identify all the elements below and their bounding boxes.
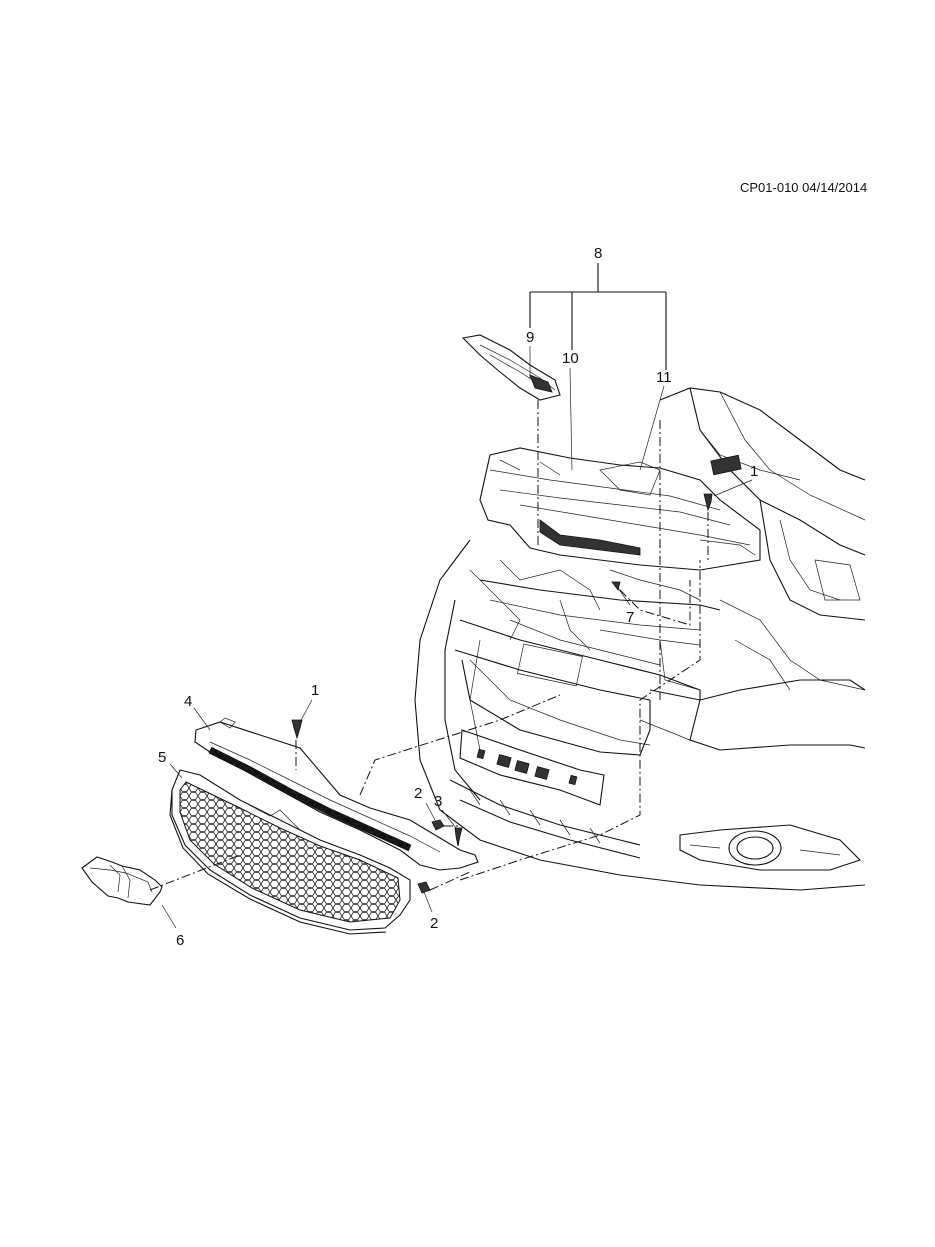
air-deflector-panel: [479, 447, 761, 571]
bowtie-emblem: [81, 856, 163, 906]
callout-4: 4: [184, 693, 192, 710]
callout-11: 11: [656, 369, 672, 386]
document-code: CP01-010 04/14/2014: [740, 180, 868, 195]
callout-2-lower: 2: [430, 915, 438, 932]
front-grille: [169, 769, 411, 935]
exploded-view-lines: [149, 400, 709, 891]
callout-3: 3: [434, 793, 442, 810]
screw-2-lower: [417, 881, 431, 894]
fasteners: [291, 493, 713, 894]
callout-7: 7: [626, 609, 634, 626]
callout-9: 9: [526, 329, 534, 346]
callout-1-left: 1: [311, 682, 319, 699]
side-air-deflector: [461, 334, 561, 401]
callout-10: 10: [562, 350, 579, 367]
callout-6: 6: [176, 932, 184, 949]
callout-1-top: 1: [750, 463, 758, 480]
bolt-3: [454, 827, 463, 847]
screw-2-upper: [431, 819, 445, 831]
callout-labels: 8 9 10 11 1 7 1 4 5 2 3 2 6: [158, 245, 758, 949]
callout-5: 5: [158, 749, 166, 766]
bolt-1-top: [703, 493, 713, 512]
callout-2-upper: 2: [414, 785, 422, 802]
grille-bracket: [194, 717, 479, 871]
bolt-1-left: [291, 719, 303, 740]
leader-lines: [161, 263, 753, 929]
callout-8: 8: [594, 245, 602, 262]
